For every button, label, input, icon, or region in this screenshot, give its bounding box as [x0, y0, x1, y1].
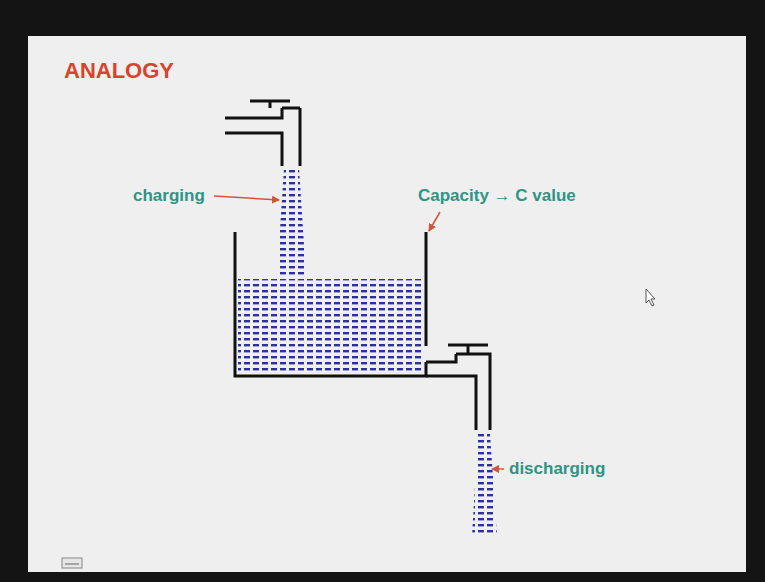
leader-arrow [429, 212, 440, 231]
callout-label: charging [133, 186, 205, 206]
tank-walls [235, 232, 426, 376]
inlet-stream [277, 168, 306, 276]
leader-arrow [214, 196, 279, 200]
slide-title: ANALOGY [64, 58, 174, 84]
callout-label: discharging [509, 459, 605, 479]
corner-icon [62, 558, 82, 568]
outlet-stream [472, 434, 497, 536]
leader-arrow [492, 468, 504, 470]
outlet-tap [426, 345, 490, 430]
callout-label: Capacity → C value [418, 186, 576, 206]
mouse-cursor [646, 289, 655, 306]
tank-water [238, 279, 422, 373]
inlet-tap [225, 101, 300, 166]
